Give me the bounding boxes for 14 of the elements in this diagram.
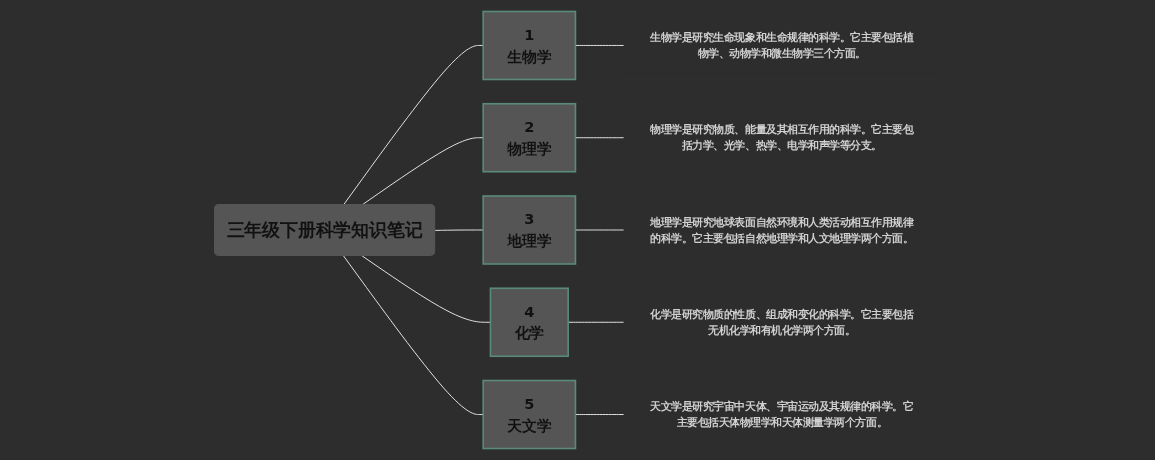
node-box: 4 化学 — [490, 287, 570, 358]
node-text: 生物学是研究生命现象和生命规律的科学。它主要包括植物学、动物学和微生物学三个方面。 — [650, 31, 914, 60]
node-text: 物理学是研究物质、能量及其相互作用的科学。它主要包括力学、光学、热学、电学和声学等分支。 — [650, 123, 914, 152]
node-box: 2 物理学 — [482, 102, 577, 173]
node-box: 1 生物学 — [482, 10, 577, 81]
node-text: 地理学是研究地球表面自然环境和人类活动相互作用规律的科学。它主要包括自然地理学和人文地理学两个方面。 — [650, 215, 914, 244]
node-text: 化学是研究物质的性质、组成和变化的科学。它主要包括无机化学和有机化学两个方面。 — [650, 308, 914, 337]
node-box: 3 地理学 — [482, 195, 577, 265]
node-box: 5 天文学 — [482, 379, 577, 450]
connector — [575, 414, 625, 415]
connector — [575, 45, 625, 46]
node-text: 天文学是研究宇宙中天体、宇宙运动及其规律的科学。它主要包括天体物理学和天体测量学两个方面。 — [650, 400, 914, 429]
connector — [568, 321, 625, 323]
connector — [575, 137, 625, 139]
